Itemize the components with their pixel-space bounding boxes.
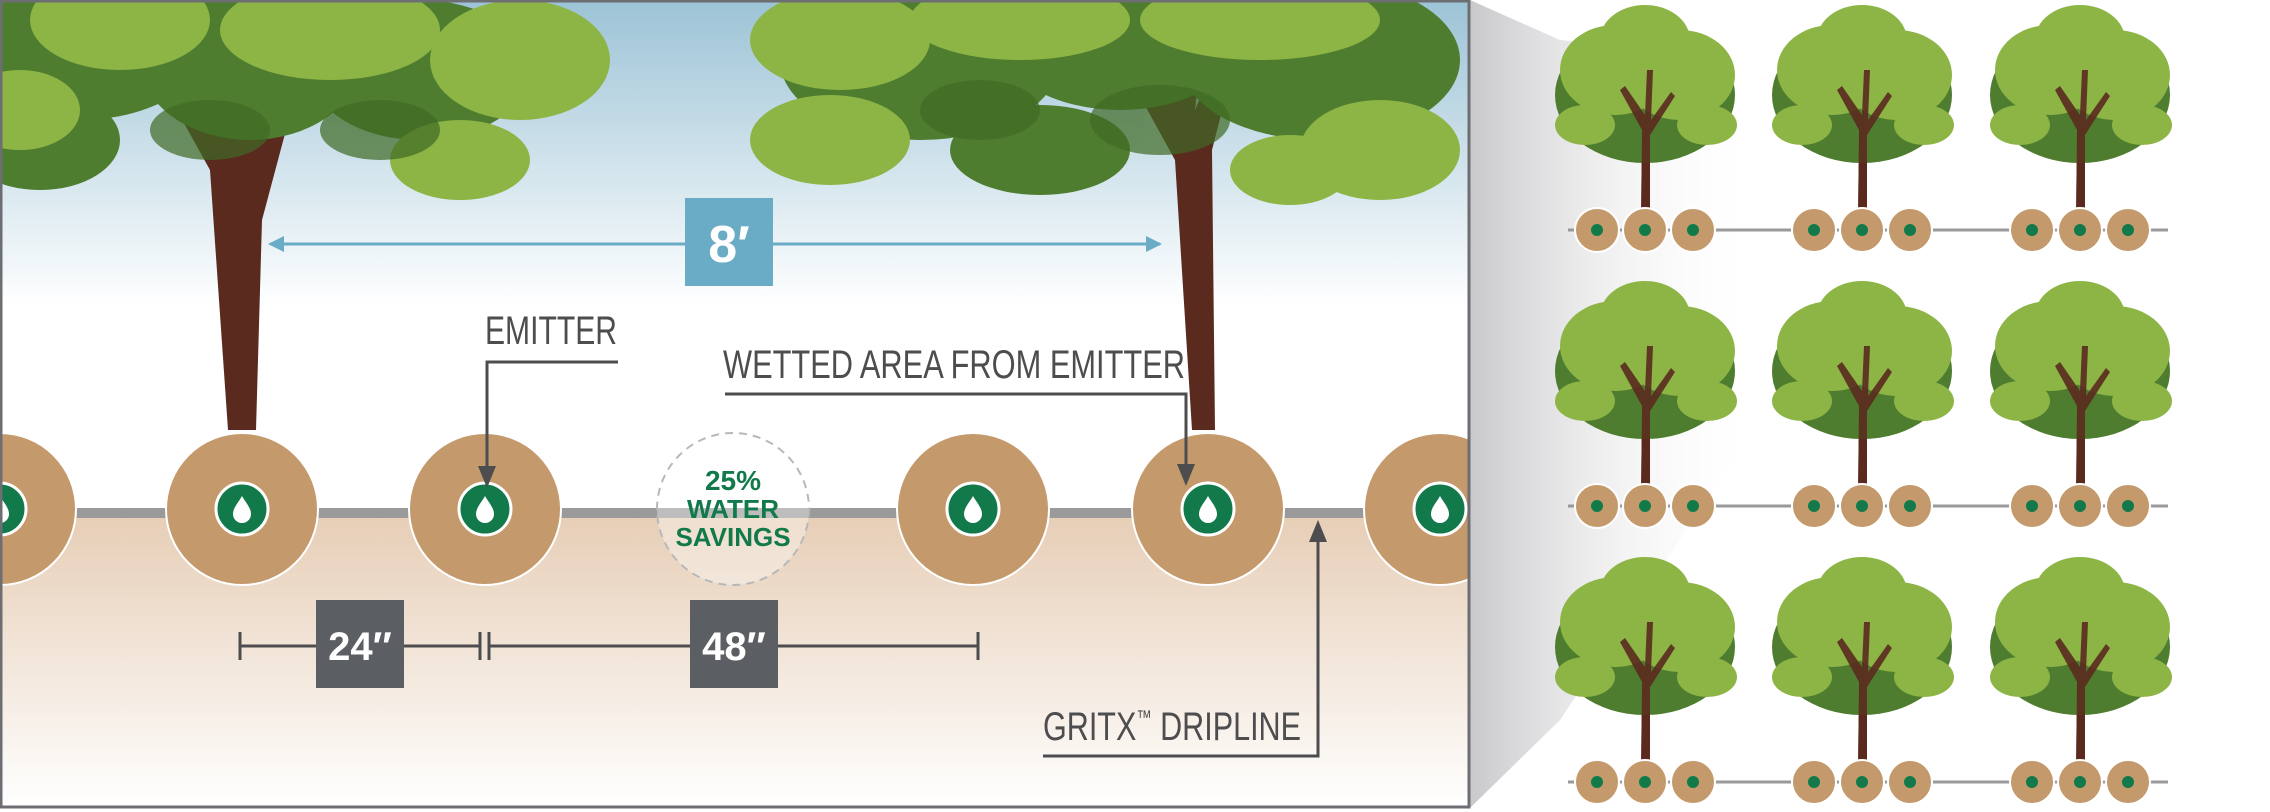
- grid-emitter: [1622, 759, 1668, 805]
- grid-emitter: [2105, 759, 2151, 805]
- tree-icon: [1990, 5, 2172, 222]
- grid-emitter: [1839, 207, 1885, 253]
- wetted-area-emitter: [1131, 432, 1285, 586]
- spacing-small-label: 24″: [328, 625, 392, 669]
- water-savings-badge: 25% WATER SAVINGS: [656, 432, 810, 586]
- detail-panel-border: [0, 0, 1471, 809]
- grid-emitter: [2009, 483, 2055, 529]
- grid-emitter: [1670, 207, 1716, 253]
- grid-emitter: [2105, 483, 2151, 529]
- wetted-area-label: WETTED AREA FROM EMITTER: [723, 343, 1185, 387]
- wetted-area-emitter: [408, 432, 562, 586]
- grid-emitter: [1670, 759, 1716, 805]
- detail-panel: 8′ 25% WATER SAVINGS EMITTER WETTED AREA…: [0, 0, 1470, 808]
- spacing-large-box: [690, 600, 778, 688]
- tree-icon: [1772, 281, 1954, 498]
- grid-emitter: [1574, 759, 1620, 805]
- grid-emitter: [1622, 207, 1668, 253]
- tree-icon: [1772, 557, 1954, 774]
- grid-emitter: [1791, 759, 1837, 805]
- grid-emitter: [2105, 207, 2151, 253]
- dripline-label: GRITX™ DRIPLINE: [1043, 705, 1301, 749]
- grid-emitter: [1887, 207, 1933, 253]
- wetted-area-emitter: [1363, 432, 1470, 586]
- grid-emitter: [1791, 483, 1837, 529]
- spacing-small-box: [316, 600, 404, 688]
- tree-grid: [1555, 5, 2172, 805]
- tree-icon: [1555, 281, 1737, 498]
- dripline-tube: [0, 508, 1470, 518]
- water-drop-icon: [1431, 496, 1449, 523]
- wetted-area-callout: WETTED AREA FROM EMITTER: [723, 343, 1195, 486]
- savings-line2: SAVINGS: [675, 522, 790, 552]
- tree-icon: [1772, 5, 1954, 222]
- row-spacing-box: [685, 198, 773, 286]
- water-drop-icon: [1199, 496, 1217, 523]
- emitter-callout: EMITTER: [478, 309, 618, 488]
- grid-emitter: [1887, 483, 1933, 529]
- water-drop-icon: [233, 496, 251, 523]
- emitter-spacing-dimensions: 24″ 48″: [238, 600, 980, 688]
- grid-emitter: [1574, 483, 1620, 529]
- water-drop-icon: [476, 496, 494, 523]
- dripline-callout: GRITX™ DRIPLINE: [1043, 520, 1327, 758]
- grid-emitter: [2057, 483, 2103, 529]
- row-spacing-label: 8′: [708, 216, 749, 274]
- grid-emitter: [2057, 759, 2103, 805]
- tree-icon: [1990, 557, 2172, 774]
- grid-emitter: [1670, 483, 1716, 529]
- tree-icon: [1555, 557, 1737, 774]
- row-spacing-dimension: 8′: [268, 198, 1162, 286]
- grid-emitter: [1839, 759, 1885, 805]
- tree-left: [0, 0, 610, 430]
- wetted-area-emitter: [0, 432, 77, 586]
- grid-emitter: [1887, 759, 1933, 805]
- savings-line1: WATER: [687, 494, 779, 524]
- grid-emitter: [1622, 483, 1668, 529]
- grid-emitter: [2009, 207, 2055, 253]
- savings-percent: 25%: [705, 465, 761, 496]
- grid-emitter: [1839, 483, 1885, 529]
- water-drop-icon: [964, 496, 982, 523]
- tree-icon: [1990, 281, 2172, 498]
- grid-emitter: [2057, 207, 2103, 253]
- wetted-area-emitter: [165, 432, 319, 586]
- grid-emitter: [2009, 759, 2055, 805]
- tree-icon: [1555, 5, 1737, 222]
- spacing-large-label: 48″: [702, 625, 766, 669]
- tree-right: [750, 0, 1460, 430]
- emitter: [0, 481, 28, 537]
- grid-emitter: [1791, 207, 1837, 253]
- wetted-area-emitter: [896, 432, 1050, 586]
- emitter-label: EMITTER: [485, 309, 617, 353]
- grid-emitter: [1574, 207, 1620, 253]
